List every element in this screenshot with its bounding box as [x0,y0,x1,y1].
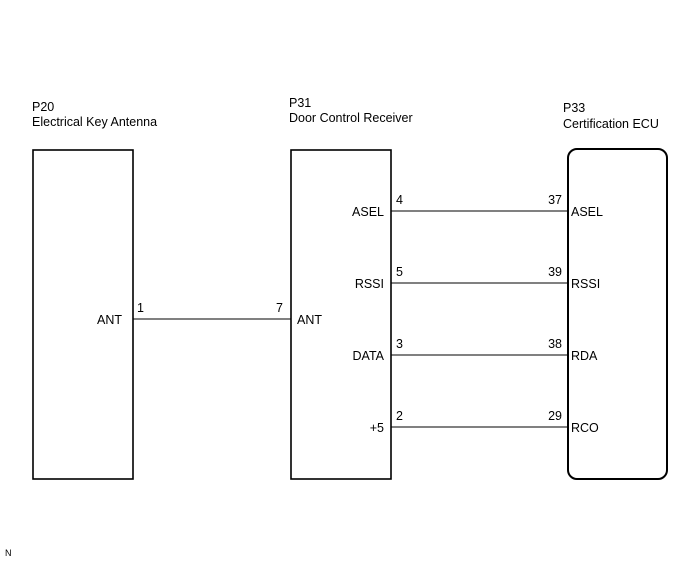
p31-pin-ant: 7 [276,301,283,315]
p31-terminal-label-asel: ASEL [352,205,384,219]
p33-terminal-label-rssi: RSSI [571,277,600,291]
p31-terminal-label-ant: ANT [297,313,322,327]
p20-pin-number: 1 [137,301,144,315]
p31-box [290,149,392,480]
p20-box [32,149,134,480]
p20-code: P20 [32,100,54,114]
p33-terminal-label-rco: RCO [571,421,599,435]
p31-pin-asel: 4 [396,193,403,207]
p33-pin-rssi: 39 [548,265,562,279]
p33-box [567,148,668,480]
p31-pin-data: 3 [396,337,403,351]
p31-pin-rssi: 5 [396,265,403,279]
footer-mark: N [5,548,12,558]
p33-terminal-label-asel: ASEL [571,205,603,219]
p33-name: Certification ECU [563,117,659,131]
p33-pin-rda: 38 [548,337,562,351]
p31-name: Door Control Receiver [289,111,413,125]
p20-terminal-label: ANT [97,313,122,327]
p31-terminal-label-rssi: RSSI [355,277,384,291]
p33-pin-rco: 29 [548,409,562,423]
p33-terminal-label-rda: RDA [571,349,598,363]
p20-name: Electrical Key Antenna [32,115,157,129]
p31-terminal-label-data: DATA [353,349,385,363]
p33-pin-asel: 37 [548,193,562,207]
p31-code: P31 [289,96,311,110]
p31-terminal-label-5v: +5 [370,421,384,435]
p31-pin-5v: 2 [396,409,403,423]
p33-code: P33 [563,101,585,115]
